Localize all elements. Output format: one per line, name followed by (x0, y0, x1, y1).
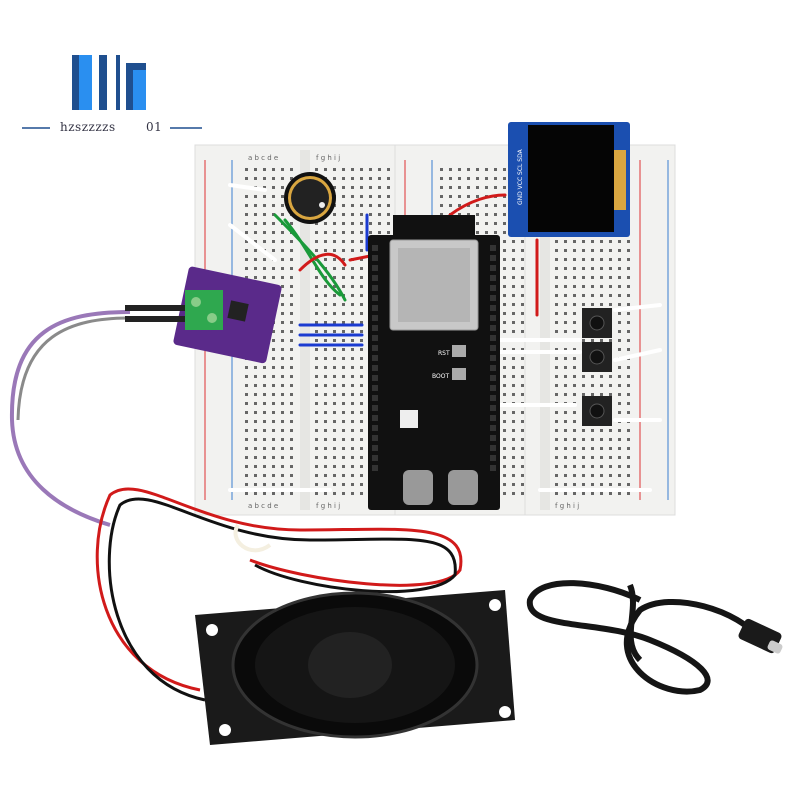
brand-name: hzszzzzs (60, 120, 116, 134)
boot-label: BOOT (432, 373, 449, 380)
purple-cable (9, 310, 131, 527)
amplifier-module (125, 266, 282, 364)
row-labels-right-board: f g h i j (555, 502, 579, 510)
row-labels-left: a b c d e (248, 154, 278, 162)
microphone-module (284, 172, 336, 224)
brand-number: 01 (146, 120, 163, 134)
oled-display: GND VCC SCL SDA (508, 122, 630, 237)
push-buttons (582, 308, 612, 426)
oled-pin-labels: GND VCC SCL SDA (517, 148, 524, 205)
rst-label: RST (438, 350, 450, 357)
row-labels-left-bottom: a b c d e (248, 502, 278, 510)
jumper-wires (228, 183, 662, 492)
speaker-wires (95, 487, 463, 702)
usb-c-cable (526, 580, 783, 695)
row-labels-right-bottom: f g h i j (316, 502, 340, 510)
esp32-board: RST BOOT (368, 215, 500, 510)
row-labels-right: f g h i j (316, 154, 340, 162)
brand-logo (22, 55, 202, 129)
speaker (195, 590, 515, 745)
